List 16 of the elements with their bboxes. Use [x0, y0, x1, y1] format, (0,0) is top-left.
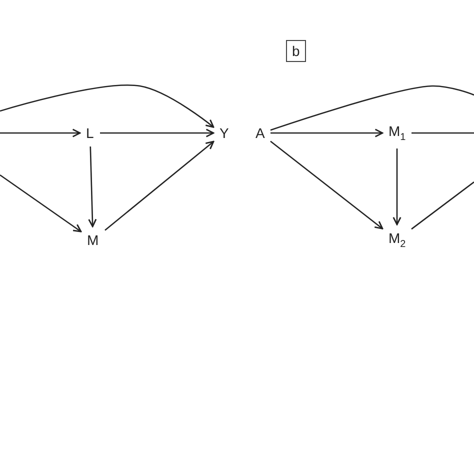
arrow	[104, 140, 214, 231]
arrow	[270, 128, 384, 138]
arrow	[0, 128, 81, 138]
node-label: M$_{1}$	[386, 120, 409, 146]
arrow	[100, 128, 214, 138]
arrow	[0, 84, 214, 128]
arrow	[270, 140, 384, 230]
node-label: M	[84, 230, 102, 250]
arrow	[0, 174, 82, 232]
arrow	[392, 148, 402, 226]
arrow	[88, 146, 97, 228]
node-label: M$_{2}$	[386, 228, 409, 252]
node-label: A	[252, 122, 268, 144]
node-label: L	[83, 122, 97, 144]
panel-label: b	[286, 40, 306, 62]
node-label: Y	[216, 122, 232, 144]
